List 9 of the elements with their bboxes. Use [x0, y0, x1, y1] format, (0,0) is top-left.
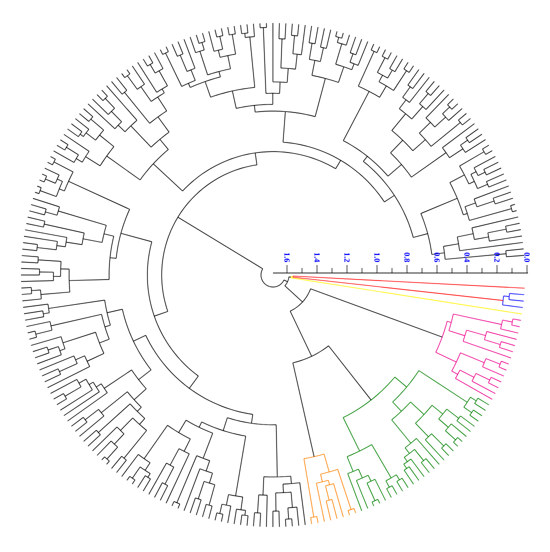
tick-label: 0.0	[524, 252, 530, 262]
tick-label: 1.2	[344, 252, 350, 262]
tick-label: 0.8	[404, 252, 410, 262]
tick-label: 0.2	[494, 252, 500, 262]
tick-label: 1.0	[374, 252, 380, 262]
tick-label: 1.4	[314, 252, 320, 262]
tick-label: 0.6	[434, 252, 440, 262]
tick-label: 1.6	[284, 252, 290, 262]
tick-label: 0.4	[464, 252, 470, 262]
